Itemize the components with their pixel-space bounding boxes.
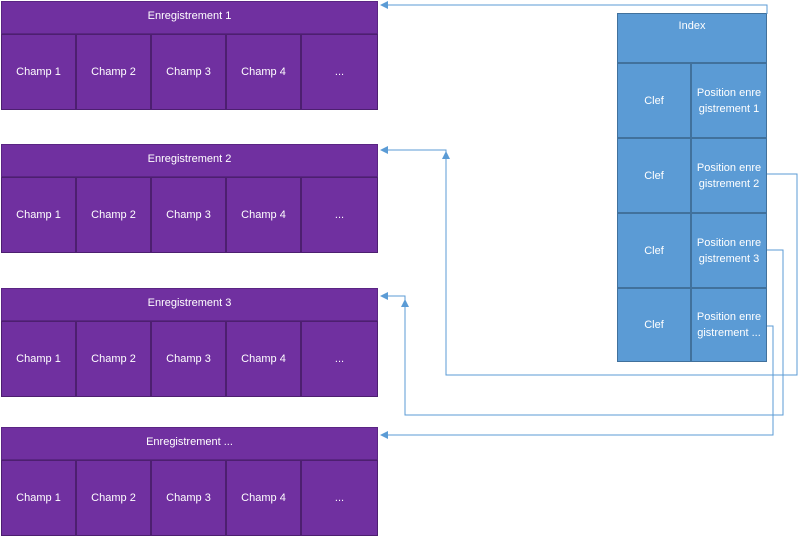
field-cell: Champ 3	[151, 321, 226, 397]
arrow-to-record-3b	[380, 292, 406, 300]
field-cell: Champ 1	[1, 321, 76, 397]
field-cell: Champ 4	[226, 177, 301, 253]
record-fields: Champ 1 Champ 2 Champ 3 Champ 4 ...	[1, 460, 378, 536]
arrow-to-record-2	[442, 151, 798, 376]
field-cell: ...	[301, 460, 378, 536]
index-key-cell: Clef	[617, 213, 691, 288]
record-title: Enregistrement 2	[1, 144, 378, 177]
record-fields: Champ 1 Champ 2 Champ 3 Champ 4 ...	[1, 34, 378, 110]
index-row: Clef Position enregistrement 1	[617, 63, 767, 138]
record-fields: Champ 1 Champ 2 Champ 3 Champ 4 ...	[1, 321, 378, 397]
field-cell: Champ 1	[1, 177, 76, 253]
field-cell: ...	[301, 34, 378, 110]
arrow-to-record-more	[380, 325, 774, 439]
field-cell: Champ 3	[151, 460, 226, 536]
field-cell: Champ 2	[76, 321, 151, 397]
index-key-cell: Clef	[617, 288, 691, 362]
field-cell: Champ 4	[226, 34, 301, 110]
field-cell: Champ 1	[1, 460, 76, 536]
field-cell: Champ 4	[226, 460, 301, 536]
record-title: Enregistrement 3	[1, 288, 378, 321]
field-cell: Champ 4	[226, 321, 301, 397]
index-position-cell: Position enregistrement 1	[691, 63, 767, 138]
record-2: Enregistrement 2 Champ 1 Champ 2 Champ 3…	[1, 144, 378, 253]
record-fields: Champ 1 Champ 2 Champ 3 Champ 4 ...	[1, 177, 378, 253]
record-title: Enregistrement 1	[1, 1, 378, 34]
arrow-to-record-1	[380, 1, 768, 14]
record-more: Enregistrement ... Champ 1 Champ 2 Champ…	[1, 427, 378, 536]
index-row: Clef Position enregistrement 2	[617, 138, 767, 213]
index-key-cell: Clef	[617, 138, 691, 213]
index-row: Clef Position enregistrement 3	[617, 213, 767, 288]
index-table: Index Clef Position enregistrement 1 Cle…	[617, 13, 767, 362]
record-3: Enregistrement 3 Champ 1 Champ 2 Champ 3…	[1, 288, 378, 397]
index-row: Clef Position enregistrement ...	[617, 288, 767, 362]
index-title: Index	[617, 13, 767, 63]
record-1: Enregistrement 1 Champ 1 Champ 2 Champ 3…	[1, 1, 378, 110]
field-cell: ...	[301, 321, 378, 397]
index-key-cell: Clef	[617, 63, 691, 138]
index-position-cell: Position enregistrement 2	[691, 138, 767, 213]
field-cell: Champ 3	[151, 177, 226, 253]
arrow-to-record-2b	[380, 146, 447, 154]
field-cell: Champ 2	[76, 460, 151, 536]
index-position-cell: Position enregistrement 3	[691, 213, 767, 288]
record-title: Enregistrement ...	[1, 427, 378, 460]
field-cell: Champ 2	[76, 177, 151, 253]
index-position-cell: Position enregistrement ...	[691, 288, 767, 362]
field-cell: ...	[301, 177, 378, 253]
field-cell: Champ 2	[76, 34, 151, 110]
field-cell: Champ 3	[151, 34, 226, 110]
arrow-to-record-3	[401, 249, 784, 416]
field-cell: Champ 1	[1, 34, 76, 110]
